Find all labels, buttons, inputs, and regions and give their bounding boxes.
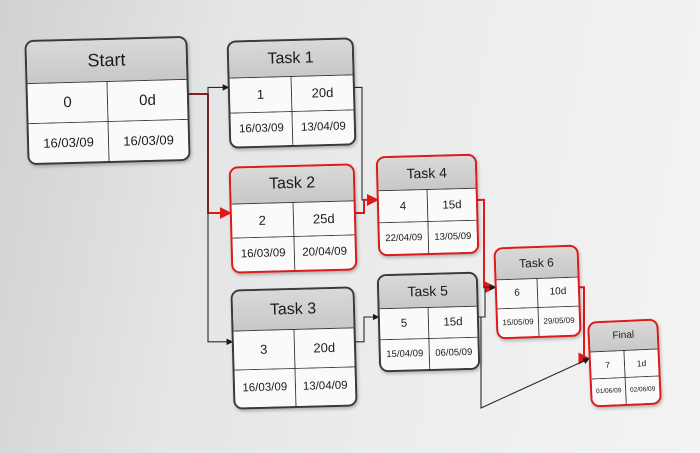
node-duration: 25d	[293, 201, 355, 236]
node-id: 5	[379, 307, 430, 340]
node-title: Task 3	[232, 288, 354, 332]
node-early-start: 01/06/09	[591, 377, 627, 406]
node-id: 3	[233, 330, 296, 370]
node-early-start: 22/04/09	[379, 222, 430, 255]
edge-start-to-task1	[188, 84, 230, 95]
node-title: Final	[589, 320, 658, 353]
node-early-finish: 13/04/09	[292, 109, 355, 145]
node-task1[interactable]: Task 1 1 20d 16/03/09 13/04/09	[226, 37, 357, 149]
node-duration: 20d	[294, 328, 355, 368]
node-early-finish: 29/05/09	[538, 306, 580, 336]
node-early-finish: 06/05/09	[429, 337, 479, 369]
node-title: Task 6	[495, 246, 578, 281]
node-early-finish: 13/04/09	[295, 367, 356, 406]
node-duration: 1d	[624, 349, 659, 377]
node-id: 6	[496, 278, 539, 309]
edge-task1-to-task4	[354, 86, 379, 204]
node-task4[interactable]: Task 4 4 15d 22/04/09 13/05/09	[375, 153, 480, 257]
node-title: Task 1	[228, 39, 353, 79]
node-duration: 15d	[428, 306, 478, 338]
node-duration: 10d	[537, 277, 579, 307]
node-id: 2	[231, 202, 294, 238]
node-task3[interactable]: Task 3 3 20d 16/03/09 13/04/09	[230, 286, 358, 410]
node-early-start: 16/03/09	[28, 121, 110, 164]
edge-task5-to-task6	[478, 284, 497, 318]
node-title: Start	[26, 37, 187, 85]
node-early-finish: 13/05/09	[428, 220, 478, 253]
node-early-finish: 20/04/09	[293, 235, 356, 270]
node-id: 1	[229, 77, 293, 113]
node-title: Task 5	[378, 273, 477, 309]
node-early-start: 15/05/09	[497, 307, 540, 338]
node-early-finish: 02/06/09	[625, 376, 660, 404]
node-start[interactable]: Start 0 0d 16/03/09 16/03/09	[24, 35, 191, 166]
node-duration: 0d	[107, 79, 188, 121]
node-title: Task 2	[230, 165, 354, 205]
node-title: Task 4	[377, 155, 476, 192]
edge-start-to-task2	[188, 93, 232, 219]
node-early-finish: 16/03/09	[108, 119, 189, 161]
node-id: 7	[590, 350, 626, 379]
node-early-start: 16/03/09	[230, 111, 294, 147]
node-task2[interactable]: Task 2 2 25d 16/03/09 20/04/09	[228, 163, 358, 274]
node-early-start: 16/03/09	[232, 236, 295, 272]
edge-task3-to-task5	[355, 313, 380, 343]
node-early-start: 15/04/09	[380, 338, 431, 371]
node-early-start: 16/03/09	[234, 368, 297, 408]
node-task6[interactable]: Task 6 6 10d 15/05/09 29/05/09	[493, 244, 582, 340]
node-final[interactable]: Final 7 1d 01/06/09 02/06/09	[587, 318, 662, 408]
node-duration: 15d	[427, 189, 477, 222]
edge-start-to-task3	[188, 93, 234, 346]
edge-task4-to-task6	[477, 198, 497, 294]
node-id: 0	[27, 81, 109, 124]
node-id: 4	[378, 190, 429, 223]
edge-task2-to-task4	[355, 193, 379, 214]
node-duration: 20d	[291, 75, 354, 111]
node-task5[interactable]: Task 5 5 15d 15/04/09 06/05/09	[376, 271, 481, 373]
